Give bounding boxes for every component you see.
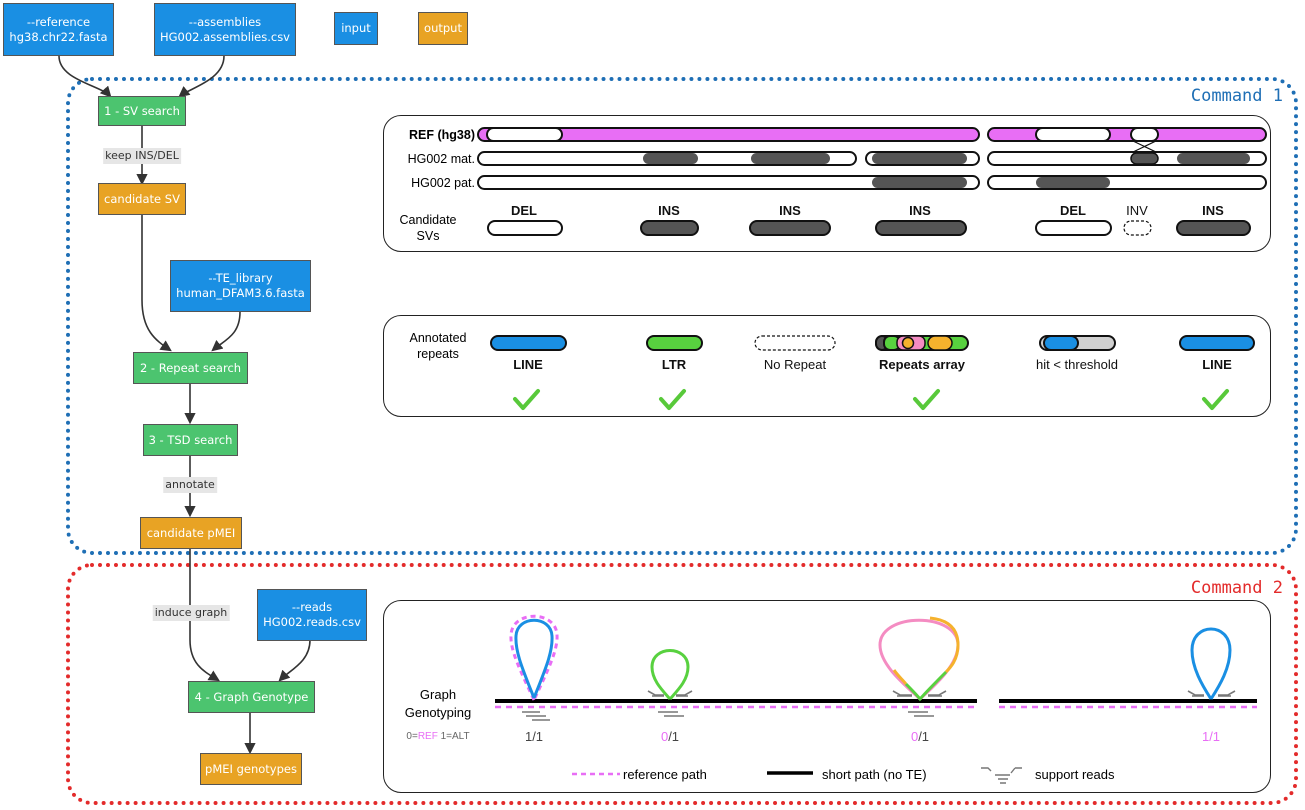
candidate-inv-shape (1123, 220, 1152, 236)
mat-ins-1 (643, 153, 698, 164)
genotype-call: 0/1 (911, 729, 929, 744)
repeat-partial-shape (1039, 335, 1116, 351)
repeat-none-shape (754, 335, 836, 351)
graph-genotype-step[interactable]: 4 - Graph Genotype (188, 681, 315, 713)
ref-segment-1 (477, 127, 980, 142)
edge-label-keep: keep INS/DEL (103, 148, 181, 164)
candidates-label-line1: Candidate (400, 213, 457, 227)
legend-input-swatch: input (334, 12, 378, 45)
edge-pmei-to-genotype (189, 548, 220, 682)
repeat-search-step[interactable]: 2 - Repeat search (133, 352, 248, 384)
edge-assemblies-to-sv (178, 55, 225, 98)
mat-inv (1130, 152, 1159, 165)
repeat-array-shape (875, 335, 969, 351)
legend-support-reads-icon (981, 767, 1022, 784)
edge-label-induce: induce graph (152, 605, 230, 621)
edge-label-annotate: annotate (163, 477, 217, 493)
legend-short-path: short path (no TE) (822, 767, 927, 782)
candidate-del-shape (1035, 220, 1112, 236)
repeat-line-shape (1179, 335, 1255, 351)
candidate-del-shape (487, 220, 563, 236)
tsd-search-step[interactable]: 3 - TSD search (143, 424, 238, 456)
ref-del-region-2 (1035, 127, 1111, 142)
candidate-pmei-node[interactable]: candidate pMEI (140, 517, 242, 549)
mat-ins-3 (872, 153, 967, 164)
candidate-label: INS (1202, 203, 1224, 218)
repeat-name: LTR (662, 357, 687, 372)
candidate-label: INS (779, 203, 801, 218)
repeat-line-shape (490, 335, 567, 351)
genotyping-label-line2: Genotyping (405, 705, 472, 720)
pat-ins-1 (872, 177, 967, 188)
assemblies-input-node[interactable]: --assemblies HG002.assemblies.csv (154, 3, 296, 56)
edge-reference-to-sv (58, 55, 112, 98)
reference-input-node[interactable]: --reference hg38.chr22.fasta (3, 3, 114, 56)
loop-line-1 (514, 618, 554, 699)
check-icon (659, 389, 686, 410)
command1-title: Command 1 (1190, 86, 1283, 106)
repeats-label-line2: repeats (417, 347, 459, 361)
track-label-ref: REF (hg38) (409, 128, 475, 142)
legend-support-reads: support reads (1035, 767, 1115, 782)
legend-reference-path: reference path (623, 767, 707, 782)
support-reads (522, 690, 1236, 721)
candidate-ins-shape (1176, 220, 1251, 236)
repeat-name: No Repeat (764, 357, 827, 372)
genotyping-label-line1: Graph (420, 687, 456, 702)
mat-ins-2 (751, 153, 830, 164)
candidate-sv-node[interactable]: candidate SV (98, 183, 186, 215)
edge-reads-to-genotype (278, 639, 311, 682)
loop-ltr (650, 649, 690, 700)
candidate-label: INS (658, 203, 680, 218)
candidate-label: DEL (511, 203, 537, 218)
repeat-name: hit < threshold (1036, 357, 1118, 372)
repeat-name: Repeats array (879, 357, 966, 372)
track-label-pat: HG002 pat. (411, 176, 475, 190)
loop-line-2 (1190, 627, 1232, 700)
repeat-name: LINE (513, 357, 543, 372)
repeats-label-line1: Annotated (410, 331, 467, 345)
command2-title: Command 2 (1190, 578, 1283, 598)
repeat-ltr-shape (646, 335, 703, 351)
ref-del-region-1 (486, 127, 563, 142)
reads-input-node[interactable]: --reads HG002.reads.csv (257, 589, 367, 641)
edge-candidate-to-repeat (141, 215, 172, 352)
inv-crossing (1132, 140, 1157, 153)
candidates-label-line2: SVs (417, 229, 440, 243)
genotype-call: 0/1 (661, 729, 679, 744)
check-icon (513, 389, 540, 410)
candidate-label: INV (1126, 203, 1148, 218)
ref-inv-region (1130, 127, 1159, 142)
command1-region (66, 77, 1298, 555)
sv-search-step[interactable]: 1 - SV search (98, 96, 186, 126)
track-label-mat: HG002 mat. (408, 152, 475, 166)
legend-output-swatch: output (418, 12, 468, 45)
candidate-label: DEL (1060, 203, 1086, 218)
te-library-input-node[interactable]: --TE_library human_DFAM3.6.fasta (170, 260, 311, 312)
command2-region (66, 563, 1298, 805)
candidate-label: INS (909, 203, 931, 218)
check-icon (913, 389, 940, 410)
pat-segment-1 (477, 175, 980, 190)
candidate-ins-shape (640, 220, 699, 236)
pat-del-2 (1036, 177, 1110, 188)
edge-telib-to-repeat (211, 311, 241, 352)
mat-ins-4 (1177, 153, 1250, 164)
genotype-call: 1/1 (1202, 729, 1220, 744)
repeat-name: LINE (1202, 357, 1232, 372)
loop-array (878, 618, 960, 701)
candidate-ins-shape (875, 220, 967, 236)
genotype-key: 0=REF 1=ALT (406, 731, 469, 742)
genotype-call: 1/1 (525, 729, 543, 744)
pmei-genotypes-node[interactable]: pMEI genotypes (200, 753, 302, 785)
candidate-ins-shape (749, 220, 831, 236)
loop-ref-overlay (509, 614, 559, 701)
check-icon (1202, 389, 1229, 410)
